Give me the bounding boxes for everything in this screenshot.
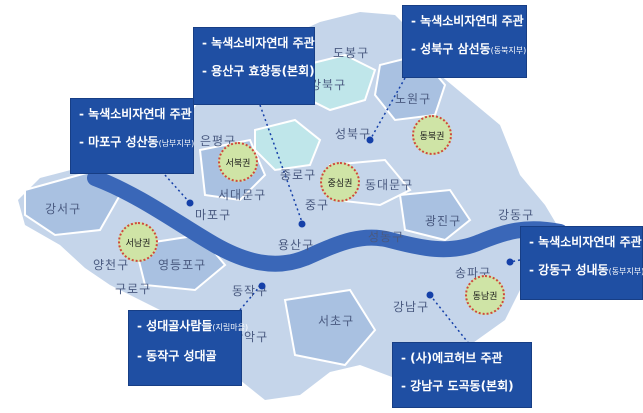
callout-note: (남부지부) <box>158 139 195 148</box>
callout-seongbuk: - 녹색소비자연대 주관 - 성북구 삼선동(동북지부) <box>402 5 527 78</box>
callout-gangnam: - (사)에코허브 주관 - 강남구 도곡동(본회) <box>392 342 532 408</box>
district-gwangjin-area <box>398 188 472 242</box>
callout-note: (동부지부) <box>608 267 643 276</box>
zone-label: 서남권 <box>125 238 151 249</box>
district-label-nowon: 노원구 <box>395 92 432 106</box>
callout-line: - 강동구 성내동(동부지부) <box>529 261 643 281</box>
callout-line: - 녹색소비자연대 주관 <box>79 107 192 121</box>
district-label-gangbuk: 강북구 <box>310 78 347 92</box>
callout-mapo: - 녹색소비자연대 주관 - 마포구 성산동(남부지부) <box>70 98 194 174</box>
location-marker-seongbuk <box>366 136 374 144</box>
location-marker-yongsan <box>298 220 306 228</box>
callout-line: - 동작구 성대골 <box>137 349 217 363</box>
zone-southwest: 서남권 <box>118 222 158 262</box>
district-label-jongno: 종로구 <box>280 168 317 182</box>
location-marker-dongjak <box>258 282 266 290</box>
callout-line: - 마포구 성산동(남부지부) <box>79 133 194 153</box>
callout-yongsan: - 녹색소비자연대 주관 - 용산구 효창동(본회) <box>193 27 315 105</box>
district-label-seongbuk: 성북구 <box>335 127 372 141</box>
callout-line: - (사)에코허브 주관 <box>401 351 503 365</box>
district-label-dongdaemun: 동대문구 <box>365 178 414 192</box>
location-marker-gangdong <box>506 258 514 266</box>
callout-note: (동북지부) <box>490 46 527 55</box>
callout-line: - 강남구 도곡동(본회) <box>401 379 514 393</box>
callout-line: - 녹색소비자연대 주관 <box>529 235 642 249</box>
district-label-seocho: 서초구 <box>318 314 355 328</box>
callout-text: - 마포구 성산동 <box>79 135 159 149</box>
callout-text: - 성북구 삼선동 <box>411 42 491 56</box>
callout-note: (지립마을) <box>212 323 249 332</box>
district-label-guro: 구로구 <box>115 282 152 296</box>
district-label-dobong: 도봉구 <box>333 46 370 60</box>
location-marker-mapo <box>186 199 194 207</box>
district-label-gwangjin: 광진구 <box>425 214 462 228</box>
callout-text: - 성대골사람들 <box>137 319 213 333</box>
callout-line: - 성북구 삼선동(동북지부) <box>411 40 526 60</box>
callout-line: - 녹색소비자연대 주관 <box>202 36 315 50</box>
district-label-gangdong: 강동구 <box>498 208 535 222</box>
callout-text: - 강동구 성내동 <box>529 263 609 277</box>
district-label-yongsan: 용산구 <box>278 238 315 252</box>
leader-lines <box>164 77 521 346</box>
han-river <box>87 170 568 272</box>
district-label-dongjak: 동작구 <box>232 284 269 298</box>
zone-center: 중심권 <box>320 162 360 202</box>
location-marker-gangnam <box>426 291 434 299</box>
callout-gangdong: - 녹색소비자연대 주관 - 강동구 성내동(동부지부) <box>520 226 643 300</box>
callout-line: - 용산구 효창동(본회) <box>202 64 315 78</box>
zone-label: 동북권 <box>419 131 445 142</box>
zone-southeast: 동남권 <box>465 275 505 315</box>
zone-label: 중심권 <box>327 178 353 189</box>
callout-dongjak: - 성대골사람들(지립마을) - 동작구 성대골 <box>128 310 248 386</box>
district-label-jung: 중구 <box>305 198 330 212</box>
district-label-gangnam: 강남구 <box>393 300 430 314</box>
zone-northeast: 동북권 <box>412 115 452 155</box>
district-label-seodaemun: 서대문구 <box>218 188 267 202</box>
district-seocho-area <box>283 288 377 367</box>
district-label-yeongdeungpo: 영등포구 <box>158 258 207 272</box>
district-label-seongdong: 성동구 <box>368 230 405 244</box>
district-label-gangseo: 강서구 <box>45 202 82 216</box>
callout-line: - 성대골사람들(지립마을) <box>137 317 248 337</box>
zone-label: 서북권 <box>225 158 251 169</box>
zone-label: 동남권 <box>472 291 498 302</box>
callout-line: - 녹색소비자연대 주관 <box>411 14 524 28</box>
zone-northwest: 서북권 <box>218 142 258 182</box>
district-label-mapo: 마포구 <box>195 208 232 222</box>
district-label-yangcheon: 양천구 <box>93 258 130 272</box>
